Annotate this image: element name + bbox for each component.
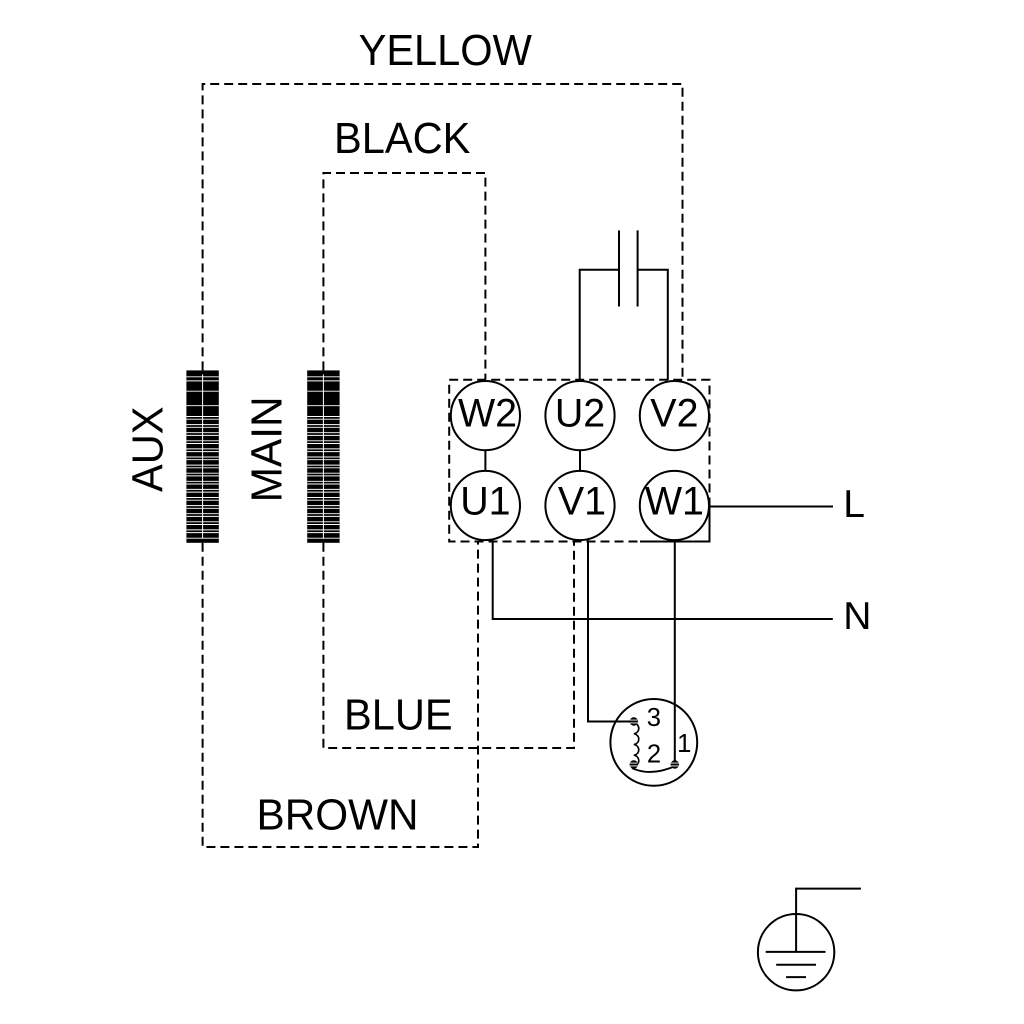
svg-text:1: 1 xyxy=(677,730,691,758)
svg-text:YELLOW: YELLOW xyxy=(359,26,533,75)
svg-text:AUX: AUX xyxy=(124,407,173,493)
svg-text:3: 3 xyxy=(647,704,661,732)
svg-text:MAIN: MAIN xyxy=(243,396,292,502)
svg-text:U2: U2 xyxy=(555,391,605,435)
svg-text:W1: W1 xyxy=(645,479,704,523)
svg-text:N: N xyxy=(843,595,871,638)
svg-text:U1: U1 xyxy=(460,479,510,523)
svg-text:2: 2 xyxy=(647,741,661,769)
svg-text:V1: V1 xyxy=(558,479,606,523)
svg-text:BROWN: BROWN xyxy=(257,791,419,840)
svg-text:BLACK: BLACK xyxy=(334,114,470,163)
svg-text:W2: W2 xyxy=(458,391,517,435)
svg-text:BLUE: BLUE xyxy=(344,691,453,740)
svg-text:L: L xyxy=(843,483,865,526)
svg-text:V2: V2 xyxy=(650,391,698,435)
